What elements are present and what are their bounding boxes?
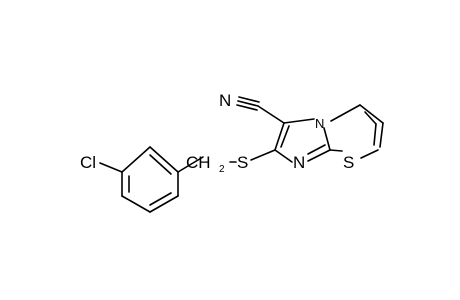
benzene-double-bond — [149, 192, 172, 206]
imidazole-bond — [283, 118, 315, 124]
benzene-ring — [121, 146, 179, 213]
thiazole-bond — [379, 122, 384, 148]
benzene-bond — [121, 195, 151, 213]
thioether-sulfur-label: S — [237, 153, 248, 172]
thiazole-ring — [329, 104, 384, 159]
thiazole-sulfur-label: S — [343, 153, 354, 172]
thiazole-double-bond — [373, 123, 377, 146]
thiazole-bond — [360, 149, 379, 159]
imidazole-bond — [274, 149, 293, 163]
benzene-bond — [149, 195, 179, 213]
methylene-carbon-label: CH — [186, 153, 211, 172]
s-imidazole-bond — [250, 149, 276, 161]
imidazole-bond — [274, 122, 285, 151]
bridgehead-nitrogen-label: N — [315, 116, 324, 131]
nitrile-triple-bond-upper — [238, 96, 260, 103]
imidazole-bond — [307, 149, 331, 162]
nitrile-nitrogen-label: N — [219, 91, 231, 110]
chlorine-atom-label: Cl — [80, 153, 96, 172]
methylene-subscript-label: 2 — [219, 164, 225, 175]
benzene-bond — [121, 146, 151, 173]
imidazole-double-bond — [307, 144, 326, 155]
thiazole-bond — [329, 149, 343, 152]
nitrile-triple-bond-center — [237, 100, 259, 107]
imidazole-bond — [323, 127, 331, 151]
benzene-bond — [149, 146, 179, 173]
nitrile-triple-bond-lower — [236, 104, 258, 111]
thiazole-bond — [359, 104, 384, 124]
methylene-group-label: CH 2 — [186, 153, 225, 175]
imidazole-ring — [274, 118, 331, 163]
imidazole-double-bond — [280, 125, 290, 148]
aryl-ch2-bond — [177, 156, 204, 173]
thiazole-double-bond — [364, 111, 377, 125]
c-cn-bond — [257, 105, 285, 124]
c-cl-bond — [99, 162, 123, 173]
imidazole-nitrogen-label: N — [293, 153, 305, 172]
thiazole-bond — [330, 104, 361, 122]
benzene-double-bond — [149, 154, 172, 175]
